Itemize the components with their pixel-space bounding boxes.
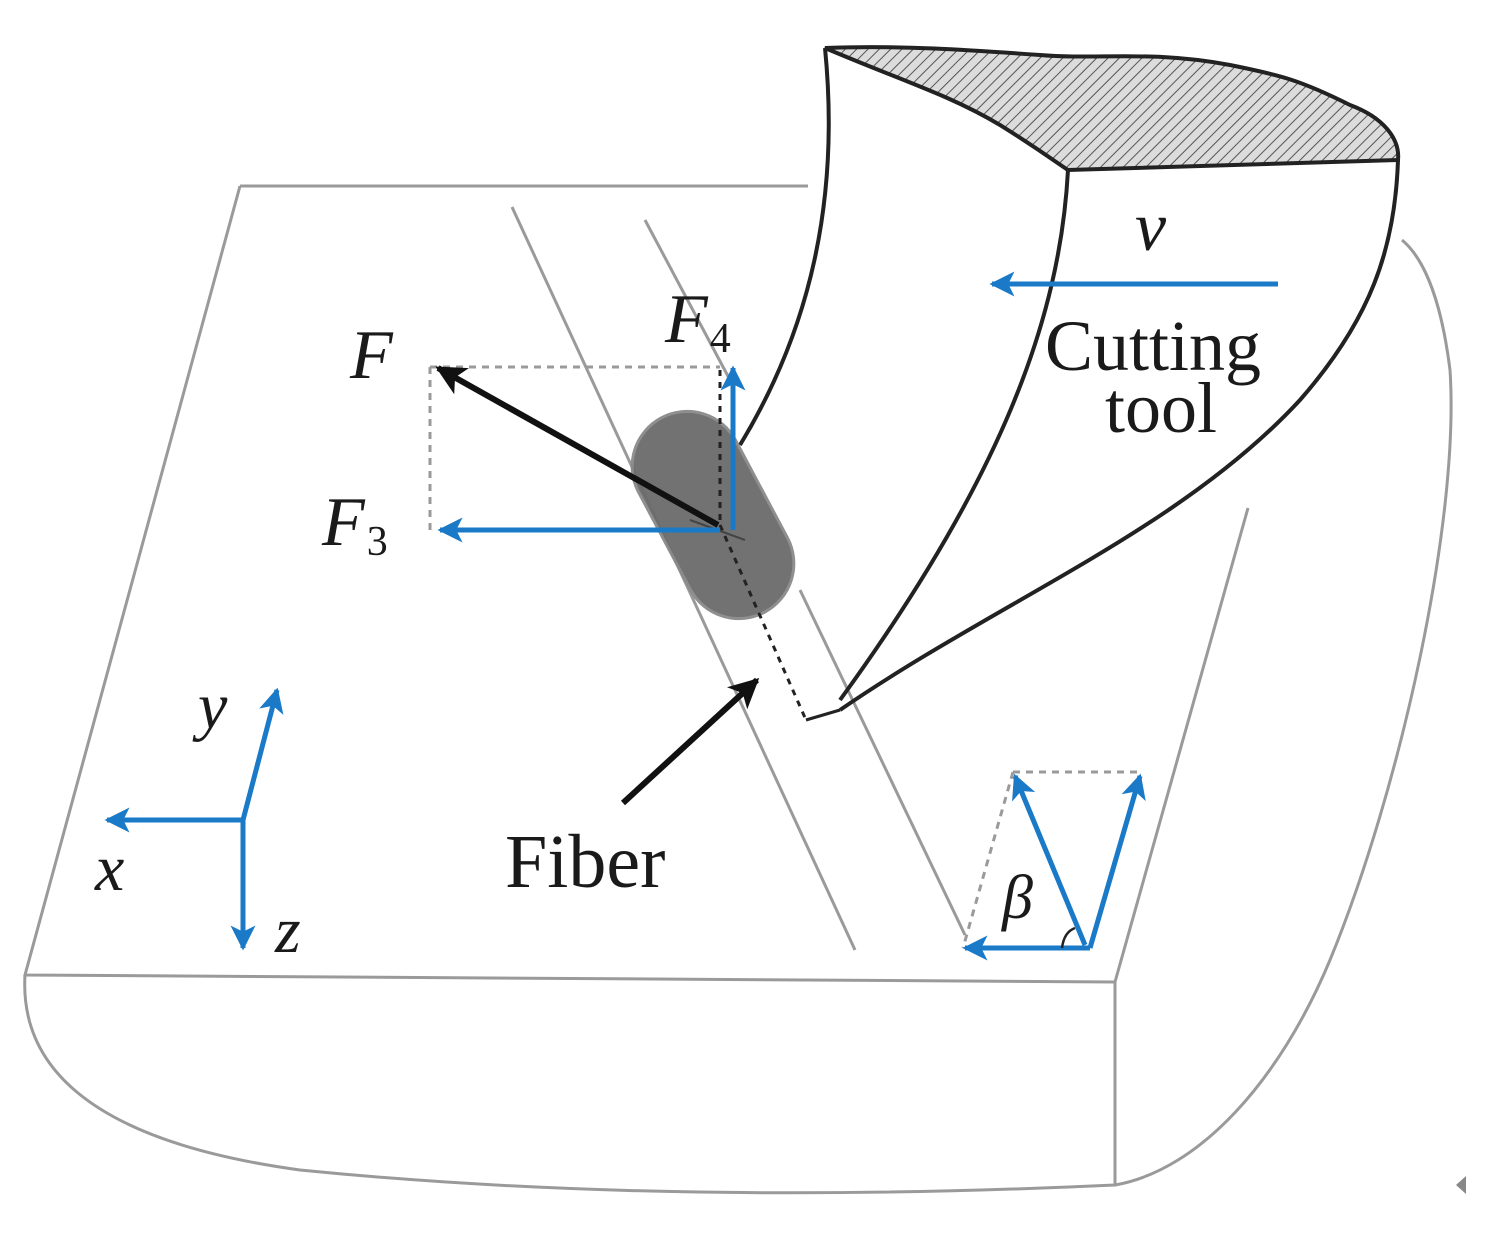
fiber-body xyxy=(630,409,796,621)
workpiece-block xyxy=(23,184,1453,1195)
workpiece-top-face xyxy=(23,184,1250,984)
label-force-f3-sub: 3 xyxy=(367,519,388,565)
label-force-f: F xyxy=(349,317,394,394)
angle-right-arrow xyxy=(1087,773,1146,949)
tool-hatched-top xyxy=(824,45,1401,173)
left-triangle-icon xyxy=(1456,1176,1466,1194)
label-tool-line2: tool xyxy=(1105,368,1217,448)
label-axis-y: y xyxy=(192,670,228,743)
label-force-f4: F4 xyxy=(664,281,731,362)
label-velocity: v xyxy=(1135,189,1167,266)
coordinate-axes xyxy=(104,687,284,951)
label-force-f4-main: F xyxy=(664,281,709,358)
workpiece-front-bottom xyxy=(23,974,1117,1195)
label-angle-beta: β xyxy=(1001,864,1033,932)
workpiece-right-side xyxy=(1114,238,1453,1187)
tool-edge-line xyxy=(805,708,841,722)
angle-arc xyxy=(1060,926,1076,949)
cutting-tool xyxy=(738,45,1401,722)
label-force-f4-sub: 4 xyxy=(710,316,731,362)
fiber-pointer-arrow xyxy=(620,677,760,806)
axis-y-arrow xyxy=(240,687,284,821)
fiber-group xyxy=(630,370,808,721)
tool-right-face xyxy=(838,159,1400,712)
angle-left-arrow xyxy=(1012,773,1088,946)
force-parallelogram xyxy=(428,365,720,530)
angle-decomposition xyxy=(961,770,1146,961)
label-fiber: Fiber xyxy=(505,820,665,904)
label-axis-z: z xyxy=(274,894,301,967)
label-force-f3-main: F xyxy=(321,484,366,561)
label-axis-x: x xyxy=(94,832,124,905)
label-tool-line1: Cutting xyxy=(1045,306,1261,386)
tool-front-face xyxy=(838,169,1070,702)
force-f-arrow xyxy=(435,365,720,528)
tool-left-face xyxy=(738,47,831,447)
label-force-f3: F3 xyxy=(321,484,388,565)
